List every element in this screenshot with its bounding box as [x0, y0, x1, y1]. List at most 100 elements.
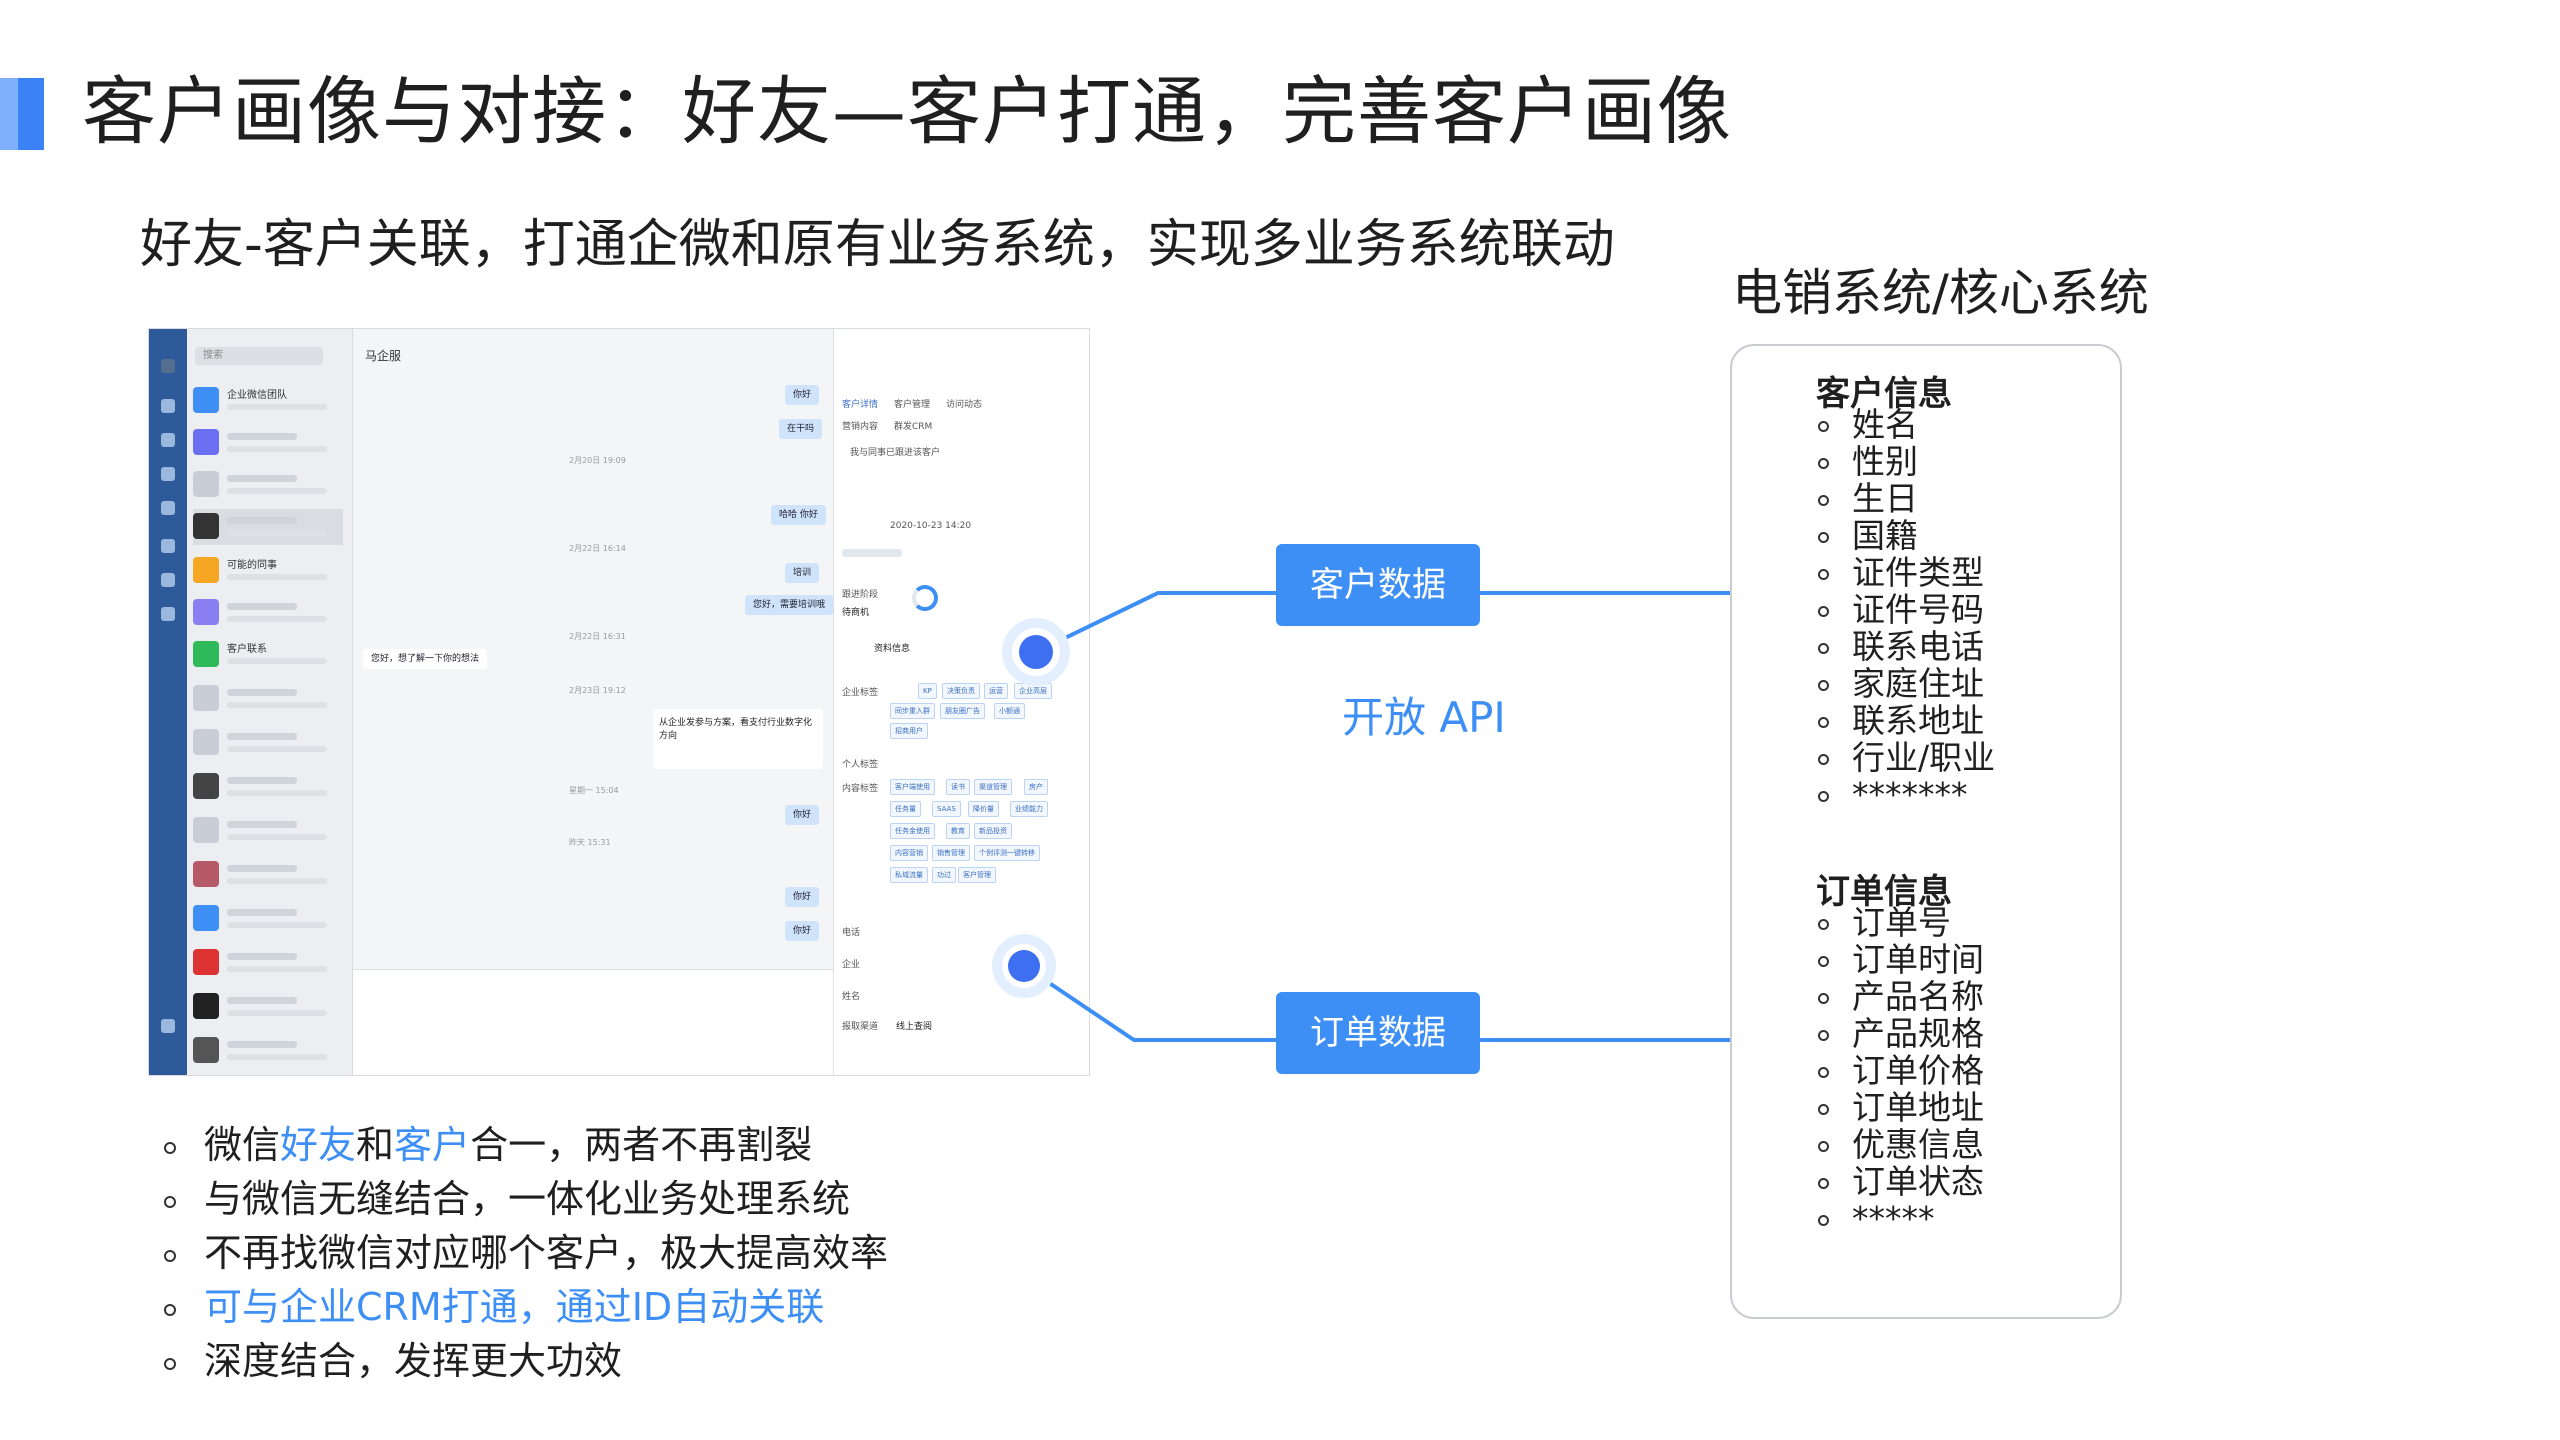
message-bubble: 你好 [785, 887, 820, 907]
tab-marketing[interactable]: 营销内容 [842, 422, 879, 432]
personal-tag-label: 个人标签 [842, 760, 879, 770]
tag[interactable]: 渠道管理 [974, 779, 1012, 795]
list-item[interactable] [193, 681, 343, 717]
message-bubble: 你好 [785, 805, 820, 825]
tag[interactable]: 决策负责 [942, 683, 980, 699]
tab-crm[interactable]: 群发CRM [894, 422, 933, 432]
list-item[interactable] [193, 945, 343, 981]
tab-visit-activity[interactable]: 访问动态 [946, 400, 983, 410]
tag[interactable]: 内容营销 [890, 845, 928, 861]
link-card[interactable]: 从企业发参与方案，看支付行业数字化方向 [653, 709, 823, 769]
tag[interactable]: 业绩能力 [1010, 801, 1048, 817]
feature-bullets: 微信好友和客户合一，两者不再割裂 与微信无缝结合，一体化业务处理系统 不再找微信… [160, 1118, 888, 1388]
list-item: 订单状态 [1816, 1163, 1984, 1200]
timestamp: 昨天 15:31 [569, 838, 611, 847]
disk-icon[interactable] [161, 607, 175, 621]
page-subtitle: 好友-客户关联，打通企微和原有业务系统，实现多业务系统联动 [140, 215, 1615, 275]
list-item[interactable] [193, 901, 343, 937]
section-title: 资料信息 [874, 644, 911, 654]
list-item: 订单号 [1816, 904, 1984, 941]
channel-value: 线上查阅 [896, 1022, 933, 1032]
tag[interactable]: 任务量 [890, 801, 921, 817]
contacts-icon[interactable] [161, 433, 175, 447]
tag[interactable]: 房产 [1024, 779, 1048, 795]
list-item[interactable]: 客户联系 [193, 637, 343, 673]
timestamp: 星期一 15:04 [569, 786, 619, 795]
tag[interactable]: SAAS [932, 801, 961, 817]
list-item[interactable] [193, 595, 343, 631]
tag[interactable]: 个例评测一键转移 [974, 845, 1040, 861]
tab-customer-manage[interactable]: 客户管理 [894, 400, 931, 410]
tab-customer-detail[interactable]: 客户详情 [842, 400, 879, 410]
app-sidebar [149, 329, 187, 1075]
message-bubble: 你好 [785, 385, 820, 405]
tag[interactable]: 读书 [946, 779, 970, 795]
list-item: 联系地址 [1816, 702, 1995, 739]
content-tag-label: 内容标签 [842, 784, 879, 794]
message-input[interactable] [353, 969, 833, 1075]
list-item[interactable] [193, 509, 343, 545]
tag[interactable]: 运营 [984, 683, 1008, 699]
system-title: 电销系统/核心系统 [1732, 264, 2149, 322]
list-item[interactable] [193, 425, 343, 461]
list-item: 证件号码 [1816, 591, 1995, 628]
list-item[interactable] [193, 725, 343, 761]
order-info-list: 订单号 订单时间 产品名称 产品规格 订单价格 订单地址 优惠信息 订单状态 *… [1816, 904, 1984, 1237]
chat-area: 马企服 你好 在干吗 2月20日 19:09 哈哈 你好 2月22日 16:14… [353, 329, 834, 1075]
field-name: 姓名 [842, 992, 861, 1002]
customer-panel: 客户详情 客户管理 访问动态 营销内容 群发CRM 我与同事已跟进该客户 202… [833, 329, 1089, 1075]
bullet-item: 微信好友和客户合一，两者不再割裂 [160, 1118, 888, 1172]
list-item[interactable] [193, 989, 343, 1025]
tag[interactable]: KP [918, 683, 937, 699]
message-bubble: 哈哈 你好 [771, 505, 826, 525]
list-item[interactable] [193, 467, 343, 503]
docs-icon[interactable] [161, 539, 175, 553]
tag[interactable]: 降价量 [968, 801, 999, 817]
stage-value: 待商机 [842, 608, 870, 618]
chat-icon[interactable] [161, 399, 175, 413]
tag[interactable]: 功过 [932, 867, 956, 883]
settings-icon[interactable] [161, 573, 175, 587]
tag[interactable]: 销售管理 [932, 845, 970, 861]
tag[interactable]: 招商用户 [890, 723, 928, 739]
tag-label: 企业标签 [842, 688, 879, 698]
tag[interactable]: 同步重入群 [890, 703, 935, 719]
page-title: 客户画像与对接：好友—客户打通，完善客户画像 [82, 69, 1732, 155]
field-phone: 电话 [842, 928, 861, 938]
tag[interactable]: 企业高层 [1014, 683, 1052, 699]
timestamp: 2月23日 19:12 [569, 686, 626, 695]
list-item[interactable]: 企业微信团队 [193, 383, 343, 419]
calendar-icon[interactable] [161, 467, 175, 481]
field-channel: 报取渠道 [842, 1022, 879, 1032]
workbench-icon[interactable] [161, 501, 175, 515]
tag[interactable]: 小额通 [994, 703, 1025, 719]
tag[interactable]: 教育 [946, 823, 970, 839]
follow-notice: 我与同事已跟进该客户 [850, 448, 941, 458]
list-item: 行业/职业 [1816, 739, 1995, 776]
list-item: 性别 [1816, 443, 1995, 480]
progress-ring [912, 585, 938, 611]
timestamp: 2月22日 16:14 [569, 544, 626, 553]
list-item: 优惠信息 [1816, 1126, 1984, 1163]
tag[interactable]: 新品投资 [974, 823, 1012, 839]
list-item[interactable] [193, 857, 343, 893]
conversation-list: 搜索 企业微信团队 可能的同事 客户联系 [187, 329, 353, 1075]
list-item: 国籍 [1816, 517, 1995, 554]
list-item[interactable]: 可能的同事 [193, 553, 343, 589]
list-item: 订单价格 [1816, 1052, 1984, 1089]
more-icon[interactable] [161, 1019, 175, 1033]
list-item: 订单时间 [1816, 941, 1984, 978]
list-item[interactable] [193, 769, 343, 805]
avatar [161, 359, 175, 373]
tag[interactable]: 私域流量 [890, 867, 928, 883]
chat-title: 马企服 [365, 349, 402, 363]
tag[interactable]: 朋友圈广告 [940, 703, 985, 719]
tag[interactable]: 任务金使用 [890, 823, 935, 839]
search-input[interactable]: 搜索 [195, 347, 323, 365]
tag[interactable]: 客户端使用 [890, 779, 935, 795]
list-item[interactable] [193, 1033, 343, 1069]
bullet-item: 与微信无缝结合，一体化业务处理系统 [160, 1172, 888, 1226]
order-info-title: 订单信息 [1816, 872, 1952, 912]
list-item[interactable] [193, 813, 343, 849]
tag[interactable]: 客户管理 [958, 867, 996, 883]
